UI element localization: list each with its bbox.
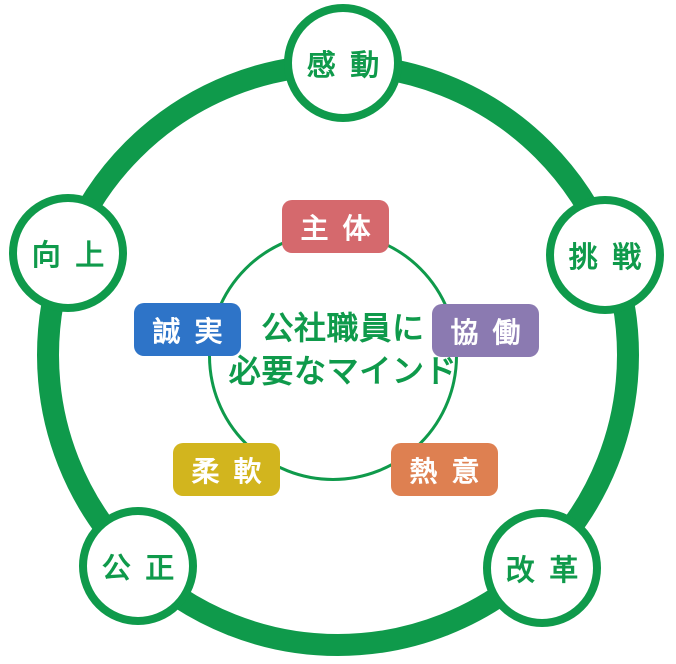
outer-node-label: 改革 [505, 553, 593, 587]
badge-junan: 柔軟 [173, 443, 280, 496]
outer-node-kando: 感動 [284, 4, 402, 122]
badge-label: 協働 [450, 315, 535, 349]
badge-label: 熱意 [409, 454, 494, 488]
center-title-line2: 必要なマインド [228, 352, 458, 390]
center-title-line1: 公社職員に [261, 309, 425, 347]
outer-node-label: 挑戦 [568, 240, 656, 274]
center-title: 公社職員に 必要なマインド [163, 307, 523, 393]
outer-node-chosen: 挑戦 [546, 196, 664, 314]
badge-shutai: 主体 [282, 200, 389, 253]
outer-node-kaikaku: 改革 [483, 509, 601, 627]
outer-node-label: 公正 [101, 551, 189, 585]
outer-node-kojo: 向上 [9, 194, 127, 312]
badge-label: 柔軟 [191, 454, 276, 488]
outer-node-label: 感動 [306, 48, 394, 82]
outer-node-label: 向上 [31, 238, 119, 272]
badge-netsui: 熱意 [391, 443, 498, 496]
badge-seijitsu: 誠実 [134, 303, 241, 356]
badge-label: 誠実 [152, 314, 237, 348]
badge-label: 主体 [300, 211, 385, 245]
outer-node-kosei: 公正 [79, 507, 197, 625]
badge-kyodo: 協働 [432, 304, 539, 357]
